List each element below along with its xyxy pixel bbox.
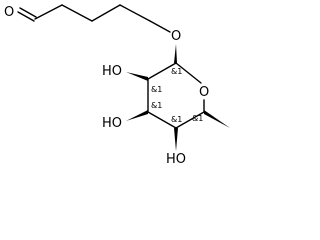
c1-stereo-label: &1 [171, 67, 182, 76]
c3-stereo-label: &1 [151, 101, 162, 110]
pyranose-ring [147, 62, 205, 129]
ring-bond-o-c1 [175, 62, 202, 84]
structure-diagram: O O O HO HO HO &1 &1 &1 &1 &1 [4, 4, 230, 167]
c3-oh-bond [126, 110, 148, 121]
substituent-bonds [126, 72, 230, 151]
aldehyde-double-bond-a [17, 11, 35, 22]
ring-bond-c4-c5 [175, 111, 205, 129]
ring-oxygen-label: O [199, 85, 209, 100]
butyl-chain [17, 4, 171, 33]
molecule-drawing: O O O HO HO HO &1 &1 &1 &1 &1 [4, 4, 230, 167]
chain-bond-4 [119, 4, 151, 22]
aldehyde-oxygen-label: O [4, 5, 14, 20]
ring-bond-c3-c4 [147, 111, 177, 129]
c5-methyl-bond [204, 110, 230, 128]
c2-stereo-label: &1 [151, 85, 162, 94]
anomeric-bond [174, 44, 177, 63]
c2-hydroxyl-label: HO [102, 64, 122, 79]
chain-bond-5 [149, 20, 171, 33]
aldehyde-double-bond-b [19, 7, 37, 18]
chain-bond-3 [91, 4, 121, 22]
ring-bond-c1-c2 [147, 62, 177, 80]
c4-stereo-label: &1 [171, 115, 182, 124]
ether-oxygen-label: O [171, 29, 181, 44]
chain-bond-2 [61, 4, 93, 22]
c4-oh-bond [174, 128, 178, 151]
c2-oh-bond [126, 72, 148, 81]
c3-hydroxyl-label: HO [102, 116, 122, 131]
chain-bond-1 [34, 4, 63, 20]
c4-hydroxyl-label: HO [166, 152, 186, 167]
c5-stereo-label: &1 [192, 114, 203, 123]
